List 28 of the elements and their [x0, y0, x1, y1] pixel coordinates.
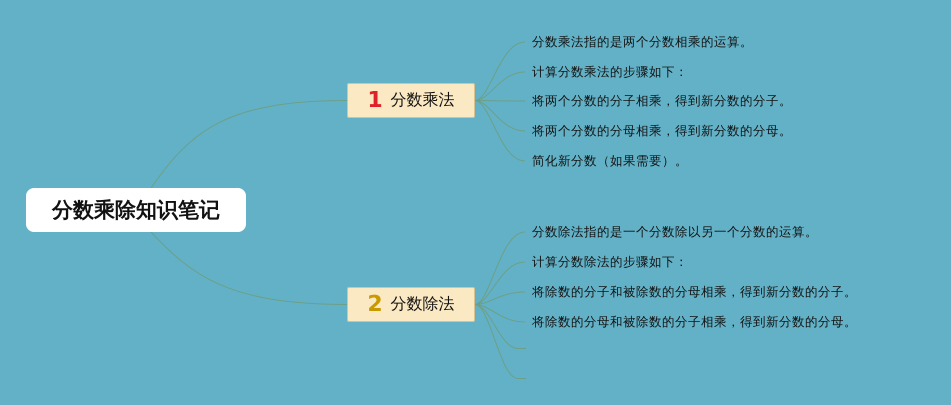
branch-line — [474, 100, 526, 132]
branch-line — [474, 232, 526, 305]
branch-line — [474, 72, 526, 101]
note-text: 将除数的分子和被除数的分母相乘，得到新分数的分子。 — [532, 281, 857, 303]
branch-line — [150, 232, 348, 305]
branch-line — [474, 100, 526, 162]
note-text: 简化新分数（如果需要）。 — [532, 150, 688, 172]
branch-end-line — [518, 378, 526, 379]
note-text: 计算分数除法的步骤如下： — [532, 251, 688, 273]
note-text: 分数乘法指的是两个分数相乘的运算。 — [532, 31, 753, 53]
topic-number: 1 — [367, 88, 383, 113]
topic-box — [347, 83, 475, 118]
note-text: 将两个分数的分母相乘，得到新分数的分母。 — [532, 120, 792, 142]
branch-end-line — [518, 348, 526, 349]
branch-line — [474, 262, 526, 305]
root-topic-box: 分数乘除知识笔记 — [26, 188, 246, 232]
topic-number: 2 — [367, 292, 383, 317]
topic-label: 分数乘法 — [390, 90, 455, 111]
branch-line — [474, 304, 518, 349]
note-text: 将两个分数的分子相乘，得到新分数的分子。 — [532, 90, 792, 112]
branch-line — [150, 100, 348, 188]
note-text: 分数除法指的是一个分数除以另一个分数的运算。 — [532, 221, 818, 243]
topic-label: 分数除法 — [390, 294, 455, 315]
branch-line — [474, 42, 526, 101]
branch-line — [474, 304, 518, 379]
note-text: 计算分数乘法的步骤如下： — [532, 61, 688, 83]
note-text: 将除数的分母和被除数的分子相乘，得到新分数的分母。 — [532, 311, 857, 333]
topic-box — [347, 287, 475, 322]
